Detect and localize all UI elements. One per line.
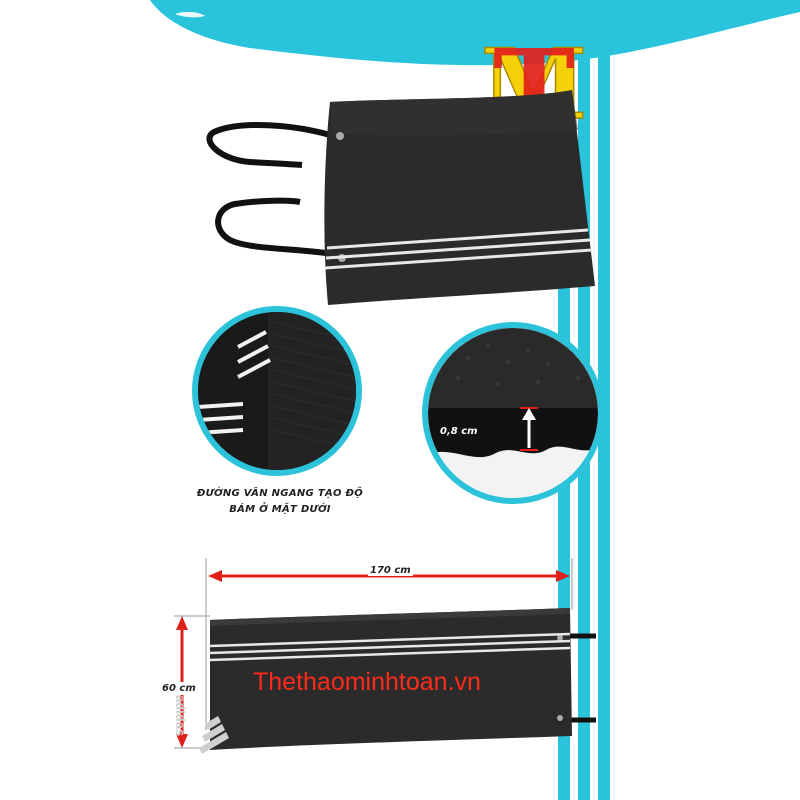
decor-stripe — [598, 0, 610, 800]
grip-caption-line: ĐƯỜNG VÂN NGANG TẠO ĐỘ — [196, 488, 364, 499]
site-watermark: Thethaominhtoan.vn — [253, 668, 481, 696]
grip-caption: ĐƯỜNG VÂN NGANG TẠO ĐỘ BÁM Ở MẶT DƯỚI — [190, 486, 370, 518]
grip-caption-line: BÁM Ở MẶT DƯỚI — [229, 504, 331, 515]
thickness-section-icon — [428, 328, 598, 498]
width-label: 60 cm — [162, 682, 196, 695]
bottom-mat-image — [174, 558, 596, 754]
top-wave-banner — [150, 0, 800, 66]
thickness-label: 0,8 cm — [440, 426, 478, 437]
thickness-closeup-circle — [422, 322, 604, 504]
length-label: 170 cm — [368, 565, 413, 576]
brand-text: adidas — [173, 695, 188, 737]
grip-closeup-circle — [192, 306, 362, 476]
top-mat-image — [206, 90, 595, 305]
adidas-logo-icon — [199, 716, 229, 754]
grip-texture-icon — [198, 312, 356, 470]
